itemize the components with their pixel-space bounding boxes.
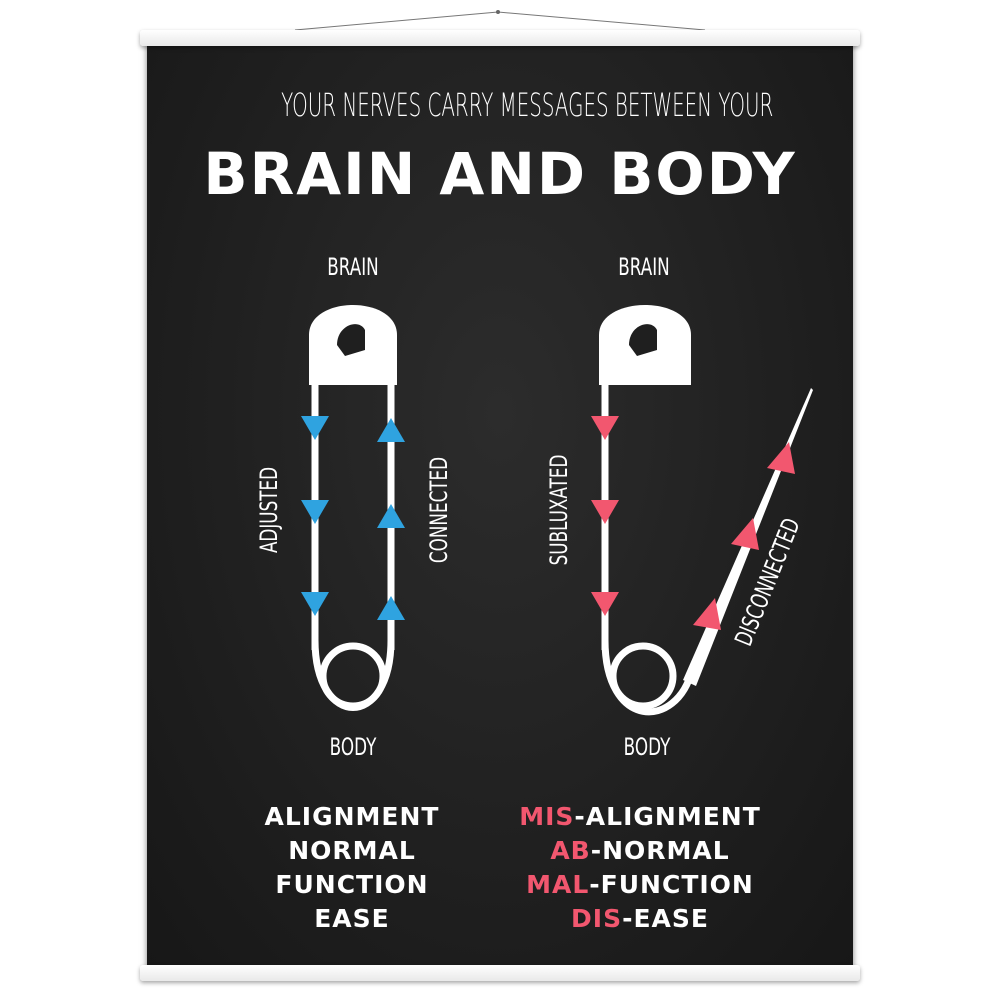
left-pin-up-arrow-1 [377,418,405,442]
right-pin-up-arrow-1 [693,598,721,630]
left-pin-down-arrow-3 [301,592,329,616]
left-pin-connected-label: CONNECTED [425,457,453,563]
left-pin-down-arrow-1 [301,416,329,440]
hanger-string [294,10,706,31]
right-pin-down-arrow-2 [591,500,619,524]
right-word-rest: -EASE [622,904,709,933]
right-word-prefix: MAL [526,870,590,899]
left-pin-coil-loop [319,642,387,710]
poster-subtitle: YOUR NERVES CARRY MESSAGES BETWEEN YOUR [281,86,774,124]
right-word-prefix: MIS [519,802,575,831]
right-word-malfunction: MAL-FUNCTION [490,868,790,902]
left-word-function: FUNCTION [275,870,429,899]
right-safety-pin: BRAIN SUBLUXATED DISCONNECTED BODY [545,253,813,761]
left-pin-head-hole [337,324,365,356]
right-pin-body-label: BODY [624,733,671,761]
right-word-rest: -ALIGNMENT [574,802,761,831]
safety-pin-illustration: BRAIN ADJUSTED CONNECTED BODY BRAIN [255,253,813,761]
left-pin-down-arrow-2 [301,500,329,524]
right-pin-head-hole [629,324,657,356]
left-pin-up-arrow-3 [377,596,405,620]
right-pin-up-arrow-3 [767,442,795,474]
right-word-abnormal: AB-NORMAL [490,834,790,868]
left-pin-adjusted-label: ADJUSTED [255,467,283,553]
left-pin-brain-label: BRAIN [327,253,379,281]
right-word-misalignment: MIS-ALIGNMENT [490,800,790,834]
left-pin-up-arrow-2 [377,504,405,528]
left-word-ease: EASE [314,904,390,933]
bottom-hanger-rail [140,965,860,981]
alignment-word-list: ALIGNMENT NORMAL FUNCTION EASE [202,800,502,936]
right-pin-down-arrow-3 [591,592,619,616]
poster-title: BRAIN AND BODY [203,140,797,208]
right-word-disease: DIS-EASE [490,902,790,936]
right-word-prefix: DIS [571,904,623,933]
right-pin-down-arrow-1 [591,416,619,440]
top-hanger-rail [140,30,860,46]
right-word-rest: -FUNCTION [589,870,754,899]
right-word-prefix: AB [550,836,591,865]
left-word-normal: NORMAL [288,836,416,865]
right-word-rest: -NORMAL [590,836,730,865]
poster: YOUR NERVES CARRY MESSAGES BETWEEN YOUR … [147,40,853,972]
right-pin-up-arrow-2 [731,518,759,550]
right-pin-subluxated-label: SUBLUXATED [545,455,573,566]
misalignment-word-list: MIS-ALIGNMENT AB-NORMAL MAL-FUNCTION DIS… [490,800,790,936]
left-pin-body-label: BODY [330,733,377,761]
right-pin-coil-loop [609,642,677,710]
left-word-alignment: ALIGNMENT [264,802,440,831]
right-pin-coil [601,639,696,716]
left-safety-pin: BRAIN ADJUSTED CONNECTED BODY [255,253,453,761]
right-pin-brain-label: BRAIN [618,253,670,281]
